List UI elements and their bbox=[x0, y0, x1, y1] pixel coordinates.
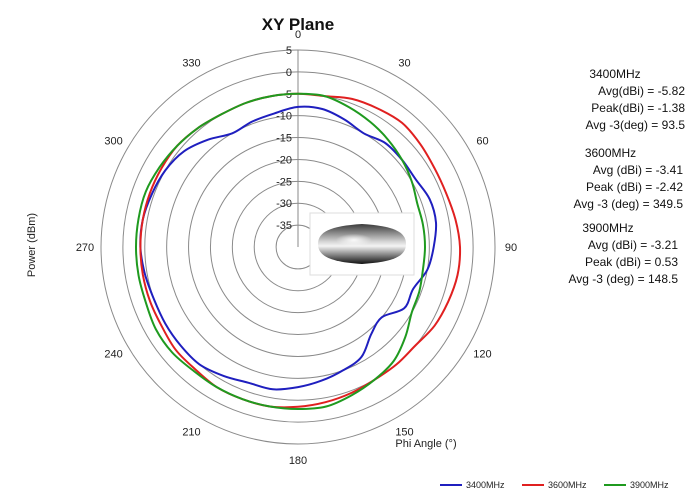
stats-title: 3400MHz bbox=[589, 67, 641, 81]
stat-label: Avg (dBi) = bbox=[592, 163, 656, 177]
radial-tick-label: -25 bbox=[276, 176, 292, 188]
radial-tick-label: 5 bbox=[286, 45, 292, 57]
radial-tick-label: -15 bbox=[276, 133, 292, 145]
angle-tick-label: 270 bbox=[76, 242, 94, 254]
radial-tick-label: -10 bbox=[276, 111, 292, 123]
legend-label: 3600MHz bbox=[548, 480, 587, 490]
angle-tick-label: 60 bbox=[476, 136, 488, 148]
angle-tick-label: 180 bbox=[289, 455, 307, 467]
stat-label: Avg -3 (deg) = bbox=[573, 197, 653, 211]
chart-title: XY Plane bbox=[262, 15, 334, 34]
stat-value: 0.53 bbox=[654, 255, 678, 269]
stats-block-3900: 3900MHz Avg (dBi) = -3.21 Peak (dBi) = 0… bbox=[538, 220, 678, 288]
stats-block-3400: 3400MHz Avg(dBi) = -5.82 Peak(dBi) = -1.… bbox=[545, 66, 685, 134]
stat-value: 93.5 bbox=[661, 118, 685, 132]
angle-tick-label: 150 bbox=[395, 426, 413, 438]
stat-row: Peak (dBi) = 0.53 bbox=[538, 254, 678, 271]
polar-grid bbox=[100, 49, 496, 445]
stat-row: Avg (dBi) = -3.21 bbox=[538, 237, 678, 254]
stats-title: 3900MHz bbox=[582, 221, 634, 235]
radial-tick-label: 0 bbox=[286, 67, 292, 79]
angle-tick-label: 90 bbox=[505, 242, 517, 254]
radial-axis-label: Power (dBm) bbox=[26, 213, 38, 277]
stat-value: -1.38 bbox=[657, 101, 685, 115]
legend-label: 3900MHz bbox=[630, 480, 669, 490]
angle-tick-label: 120 bbox=[473, 349, 491, 361]
radial-tick-label: -30 bbox=[276, 198, 292, 210]
stat-value: -5.82 bbox=[657, 84, 685, 98]
stat-value: -3.21 bbox=[650, 238, 678, 252]
angular-axis-label: Phi Angle (°) bbox=[395, 438, 456, 450]
stat-value: 349.5 bbox=[652, 197, 683, 211]
angle-tick-label: 210 bbox=[182, 426, 200, 438]
stat-row: Avg -3 (deg) = 148.5 bbox=[538, 271, 678, 288]
angle-tick-label: 240 bbox=[104, 349, 122, 361]
stat-row: Avg (dBi) = -3.41 bbox=[538, 162, 683, 179]
stat-label: Avg(dBi) = bbox=[598, 84, 658, 98]
stat-row: Avg -3 (deg) = 349.5 bbox=[538, 196, 683, 213]
stat-label: Peak(dBi) = bbox=[591, 101, 658, 115]
stat-value: -2.42 bbox=[655, 180, 683, 194]
stat-row: Avg -3(deg) = 93.5 bbox=[545, 117, 685, 134]
stats-title: 3600MHz bbox=[584, 146, 637, 160]
legend: 3400MHz 3600MHz 3900MHz bbox=[440, 480, 669, 490]
stats-block-3600: 3600MHz Avg (dBi) = -3.41 Peak (dBi) = -… bbox=[538, 145, 683, 213]
stat-label: Peak (dBi) = bbox=[584, 255, 655, 269]
antenna-photo bbox=[309, 212, 415, 276]
angle-tick-label: 330 bbox=[182, 58, 200, 70]
series-lines bbox=[134, 92, 462, 411]
radial-tick-labels: 50-5-10-15-20-25-30-35 bbox=[276, 45, 292, 232]
stat-row: Peak (dBi) = -2.42 bbox=[538, 179, 683, 196]
series-line bbox=[139, 105, 438, 391]
series-line bbox=[134, 92, 427, 411]
series-line bbox=[139, 92, 462, 409]
stat-row: Avg(dBi) = -5.82 bbox=[545, 83, 685, 100]
angle-tick-labels: 0 30 60 90 120 150 180 210 240 270 300 330 bbox=[76, 29, 517, 467]
angle-tick-label: 300 bbox=[104, 136, 122, 148]
stat-value: -3.41 bbox=[655, 163, 683, 177]
legend-label: 3400MHz bbox=[466, 480, 505, 490]
stat-row: Peak(dBi) = -1.38 bbox=[545, 100, 685, 117]
stat-label: Avg -3(deg) = bbox=[585, 118, 662, 132]
stat-label: Peak (dBi) = bbox=[585, 180, 656, 194]
stat-value: 148.5 bbox=[647, 272, 678, 286]
radial-tick-label: -35 bbox=[276, 220, 292, 232]
stat-label: Avg (dBi) = bbox=[587, 238, 651, 252]
angle-tick-label: 0 bbox=[295, 29, 301, 41]
stat-label: Avg -3 (deg) = bbox=[568, 272, 648, 286]
radial-tick-label: -20 bbox=[276, 154, 292, 166]
angle-tick-label: 30 bbox=[398, 58, 410, 70]
